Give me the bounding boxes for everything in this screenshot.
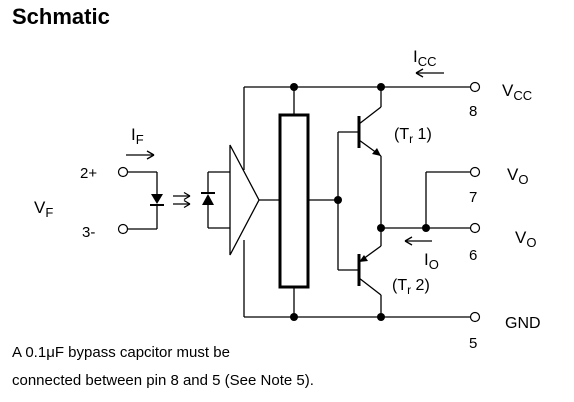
gnd-label: GND [505, 315, 541, 332]
terminal-pin3[interactable] [117, 223, 129, 235]
pin7-number: 7 [469, 189, 477, 206]
vf-label: VF [34, 198, 53, 220]
terminal-pin7[interactable] [469, 166, 481, 178]
transistor-tr1 [357, 87, 382, 157]
light-arrows [173, 191, 191, 209]
led-symbol [150, 194, 164, 206]
if-arrow [126, 150, 155, 160]
amplifier-triangle [229, 144, 260, 256]
bypass-note-line2: connected between pin 8 and 5 (See Note … [12, 372, 314, 389]
junction-dot [290, 313, 298, 321]
pin8-number: 8 [469, 103, 477, 120]
junction-dot [290, 83, 298, 91]
photodiode-symbol [201, 192, 215, 205]
terminal-pin2[interactable] [117, 166, 129, 178]
io-arrow [404, 236, 432, 246]
vcc-label: VCC [502, 81, 532, 103]
bypass-note-line1: A 0.1μF bypass capcitor must be [12, 344, 230, 361]
junction-dot [334, 196, 342, 204]
transistor-tr2 [357, 245, 382, 317]
logic-block [278, 113, 310, 289]
icc-label: ICC [413, 47, 437, 69]
terminal-pin5[interactable] [469, 311, 481, 323]
terminal-pin6[interactable] [469, 222, 481, 234]
vo7-label: VO [507, 165, 528, 187]
junction-dot [377, 224, 385, 232]
junction-dot [377, 313, 385, 321]
pin6-number: 6 [469, 247, 477, 264]
pin5-number: 5 [469, 335, 477, 352]
diagram-title: Schmatic [12, 4, 110, 29]
terminal-pin8[interactable] [469, 81, 481, 93]
icc-arrow [415, 68, 444, 78]
if-label: IF [131, 125, 144, 147]
tr1-label: (Tr 1) [394, 126, 432, 146]
pin3-label: 3- [82, 224, 95, 241]
junction-dot [377, 83, 385, 91]
pin2-label: 2+ [80, 165, 97, 182]
junction-dot [422, 224, 430, 232]
io-label: IO [424, 250, 439, 272]
tr2-label: (Tr 2) [392, 277, 430, 297]
vo6-label: VO [515, 228, 536, 250]
